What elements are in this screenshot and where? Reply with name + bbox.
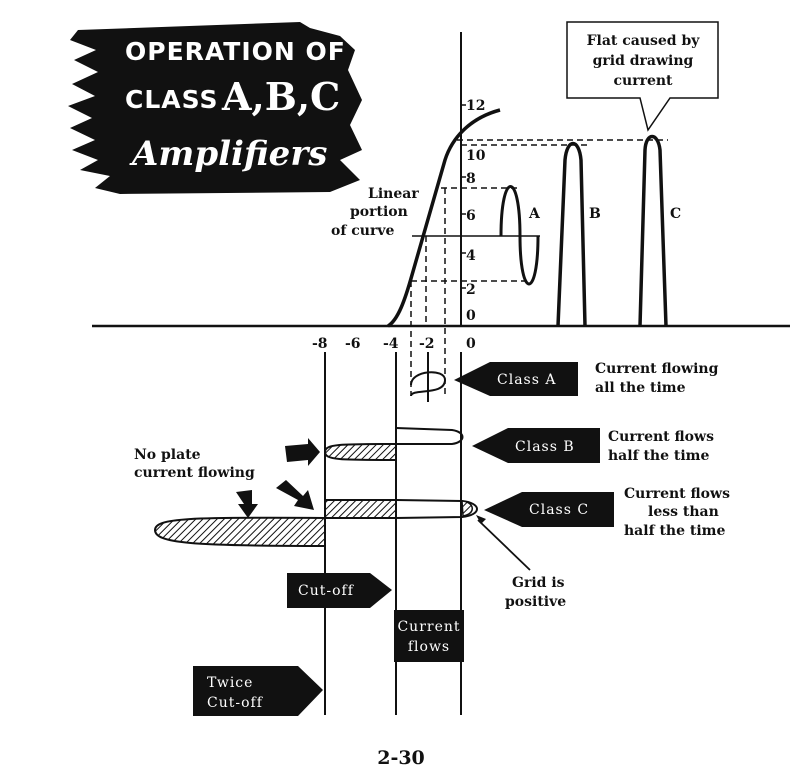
grid-positive-line-1: Grid is (512, 575, 565, 591)
svg-text:Class A: Class A (497, 372, 556, 388)
svg-text:Twice: Twice (207, 675, 253, 691)
svg-text:grid drawing: grid drawing (593, 53, 694, 69)
svg-text:current flowing: current flowing (134, 465, 255, 481)
y-tick-8: 8 (466, 171, 476, 187)
class-c-tag: Class C (484, 492, 614, 527)
y-tick-labels: 12 10 8 6 4 2 0 (461, 98, 486, 324)
waveform-c (638, 134, 668, 327)
transfer-curve (386, 108, 501, 328)
svg-text:Class C: Class C (529, 502, 589, 518)
title-line-1: OPERATION OF (125, 37, 346, 66)
arrow-down-icon (236, 490, 258, 518)
grid-positive-pointer (477, 519, 531, 571)
y-tick-0: 0 (466, 308, 476, 324)
y-tick-10: 10 (466, 148, 486, 164)
class-a-description-1: Current flowing (595, 361, 719, 377)
cutoff-tag: Cut-off (287, 573, 392, 608)
no-plate-current-label: No plate current flowing (134, 447, 255, 481)
svg-text:current: current (613, 73, 673, 89)
y-tick-6: 6 (466, 208, 476, 224)
svg-text:Flat caused by: Flat caused by (587, 33, 701, 49)
svg-text:Linear: Linear (368, 186, 419, 202)
class-a-grid-signal (410, 371, 447, 397)
x-tick-0: 0 (466, 336, 476, 352)
x-tick-neg2: -2 (419, 336, 435, 352)
arrow-right-icon (285, 438, 320, 466)
class-b-description-2: half the time (608, 448, 709, 464)
waveform-b-label: B (589, 206, 601, 222)
flat-callout: Flat caused by grid drawing current (566, 21, 719, 132)
title-line-2-class: CLASS (125, 85, 219, 114)
svg-text:Class B: Class B (515, 439, 575, 455)
waveform-c-label: C (670, 206, 681, 222)
x-tick-neg4: -4 (383, 336, 399, 352)
class-c-description-3: half the time (624, 523, 725, 539)
title-line-2-abc: A,B,C (221, 74, 340, 119)
twice-cutoff-tag: Twice Cut-off (193, 666, 323, 716)
waveform-a-label: A (528, 206, 541, 222)
linear-portion-label: Linear portion of curve (331, 186, 419, 239)
x-tick-neg6: -6 (345, 336, 361, 352)
class-c-description-2: less than (648, 504, 719, 520)
svg-text:flows: flows (408, 639, 450, 655)
projection-lines (410, 139, 668, 396)
waveform-b (556, 141, 587, 327)
svg-text:of curve: of curve (331, 223, 394, 239)
svg-text:Current: Current (397, 619, 460, 635)
y-tick-4: 4 (466, 248, 476, 264)
svg-text:Cut-off: Cut-off (207, 695, 264, 711)
title-line-3: Amplifiers (129, 134, 327, 174)
x-tick-neg8: -8 (312, 336, 328, 352)
page-number: 2-30 (377, 747, 425, 769)
svg-text:Cut-off: Cut-off (298, 583, 355, 599)
class-b-tag: Class B (472, 428, 600, 463)
y-tick-12: 12 (466, 98, 485, 114)
arrow-head-icon (476, 515, 486, 524)
no-plate-arrows (236, 438, 320, 518)
class-b-description-1: Current flows (608, 429, 714, 445)
svg-text:No plate: No plate (134, 447, 201, 463)
x-tick-labels: -8 -6 -4 -2 0 (312, 336, 476, 352)
svg-text:portion: portion (350, 204, 408, 220)
class-c-description-1: Current flows (624, 486, 730, 502)
grid-positive-line-2: positive (505, 594, 566, 610)
class-a-tag: Class A (454, 362, 578, 396)
class-a-description-2: all the time (595, 380, 686, 396)
class-b-grid-signal (323, 427, 464, 462)
y-tick-2: 2 (466, 282, 476, 298)
title-banner: OPERATION OF CLASS A,B,C Amplifiers (68, 22, 362, 194)
arrow-diagonal-icon (276, 480, 314, 510)
class-c-grid-signal (153, 499, 478, 548)
waveform-a (499, 185, 540, 286)
current-flows-box: Current flows (394, 610, 464, 662)
